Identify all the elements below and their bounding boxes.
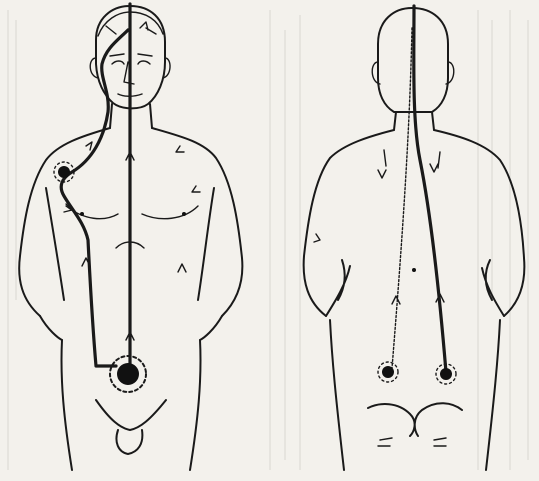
- back-sacral-point-right: [440, 368, 452, 380]
- front-figure: [19, 4, 242, 470]
- back-mid-dot: [412, 268, 416, 272]
- front-dantian-point: [117, 363, 139, 385]
- front-groin: [96, 400, 166, 430]
- back-arrow-2: [430, 164, 438, 172]
- front-arrow-4: [192, 186, 200, 192]
- front-shoulder-point: [58, 166, 70, 178]
- front-genitals: [116, 430, 142, 454]
- front-left-arm: [40, 188, 64, 340]
- back-blade-ticks: [384, 150, 440, 168]
- front-right-arm: [198, 188, 222, 340]
- front-arrow-6: [178, 264, 186, 272]
- back-buttocks: [368, 403, 462, 436]
- back-right-arm: [482, 260, 504, 316]
- back-main-meridian: [414, 6, 446, 372]
- back-sacral-point-left: [382, 366, 394, 378]
- front-pectorals: [66, 206, 198, 219]
- back-arrow-3: [392, 296, 400, 304]
- back-hips: [330, 320, 500, 470]
- front-nipple-right: [182, 212, 186, 216]
- back-left-arm: [326, 260, 350, 316]
- back-torso-outline: [304, 130, 525, 316]
- front-side-meridian: [61, 30, 128, 366]
- front-arrow-1: [86, 142, 92, 150]
- back-leg-marks: [378, 438, 446, 446]
- background-texture: [8, 10, 528, 470]
- front-arrow-3: [176, 146, 184, 152]
- back-spine-meridian: [392, 28, 412, 368]
- back-arrow-5: [314, 234, 320, 242]
- back-arrow-1: [378, 170, 386, 178]
- front-nipple-left: [80, 212, 84, 216]
- back-figure: [304, 6, 525, 470]
